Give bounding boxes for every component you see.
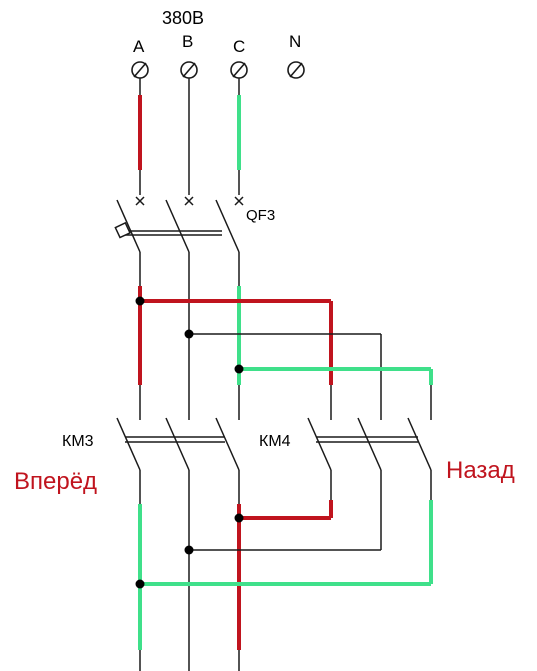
phase-label-c: C — [233, 37, 245, 56]
terminal-b — [180, 61, 198, 79]
breaker-label: QF3 — [246, 207, 275, 224]
breaker-qf3 — [114, 199, 240, 253]
phase-label-a: A — [133, 37, 145, 56]
contactor-km4 — [307, 417, 432, 471]
forward-label: Вперёд — [14, 468, 97, 495]
crossover-b-to-km4 — [184, 329, 382, 420]
breaker-x-marks — [135, 196, 244, 206]
km4-output-a — [234, 470, 333, 523]
phase-label-n: N — [289, 32, 301, 51]
terminal-a — [131, 61, 149, 79]
terminal-n — [287, 61, 305, 79]
reverse-label: Назад — [446, 457, 515, 484]
voltage-label: 380В — [162, 8, 204, 28]
contactor-km3 — [116, 417, 240, 471]
contactor-km4-label: КМ4 — [259, 433, 291, 450]
km4-output-c — [135, 470, 433, 589]
phase-label-b: B — [182, 32, 193, 51]
km4-output-b — [184, 470, 382, 555]
terminal-c — [230, 61, 248, 79]
contactor-km3-label: КМ3 — [62, 433, 94, 450]
crossover-a-to-km4 — [135, 296, 333, 420]
crossover-c-to-km4 — [234, 364, 433, 420]
